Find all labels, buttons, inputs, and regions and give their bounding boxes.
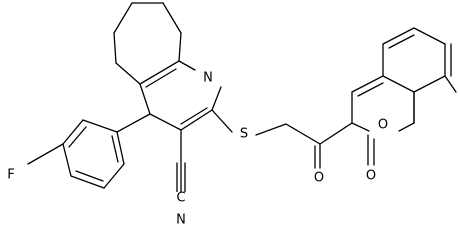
atom-o-ketone-label: O — [314, 171, 324, 186]
atom-n-nitrile-label: N — [176, 213, 186, 228]
atom-o-lactone-label: O — [366, 169, 376, 184]
nitrile-group — [176, 129, 186, 193]
atom-f1-label: F — [7, 168, 14, 183]
ketone-group — [314, 122, 353, 169]
atom-o-ring-label: O — [378, 118, 388, 133]
cyclohexane-ring — [113, 2, 182, 85]
pyridine-ring — [139, 60, 222, 131]
coumarin-benzene-ring — [382, 27, 457, 124]
thioether-linker — [211, 109, 321, 145]
fluorophenyl-ring — [27, 113, 151, 189]
atom-s1-label: S — [240, 127, 248, 142]
structure-canvas: N S F C N O O O — [3, 2, 457, 228]
atom-labels: N S F C N O O O — [3, 70, 391, 228]
atom-n1-label: N — [203, 71, 213, 86]
atom-c-nitrile-label: C — [176, 191, 185, 206]
chemical-structure-diagram: N S F C N O O O — [3, 2, 457, 228]
